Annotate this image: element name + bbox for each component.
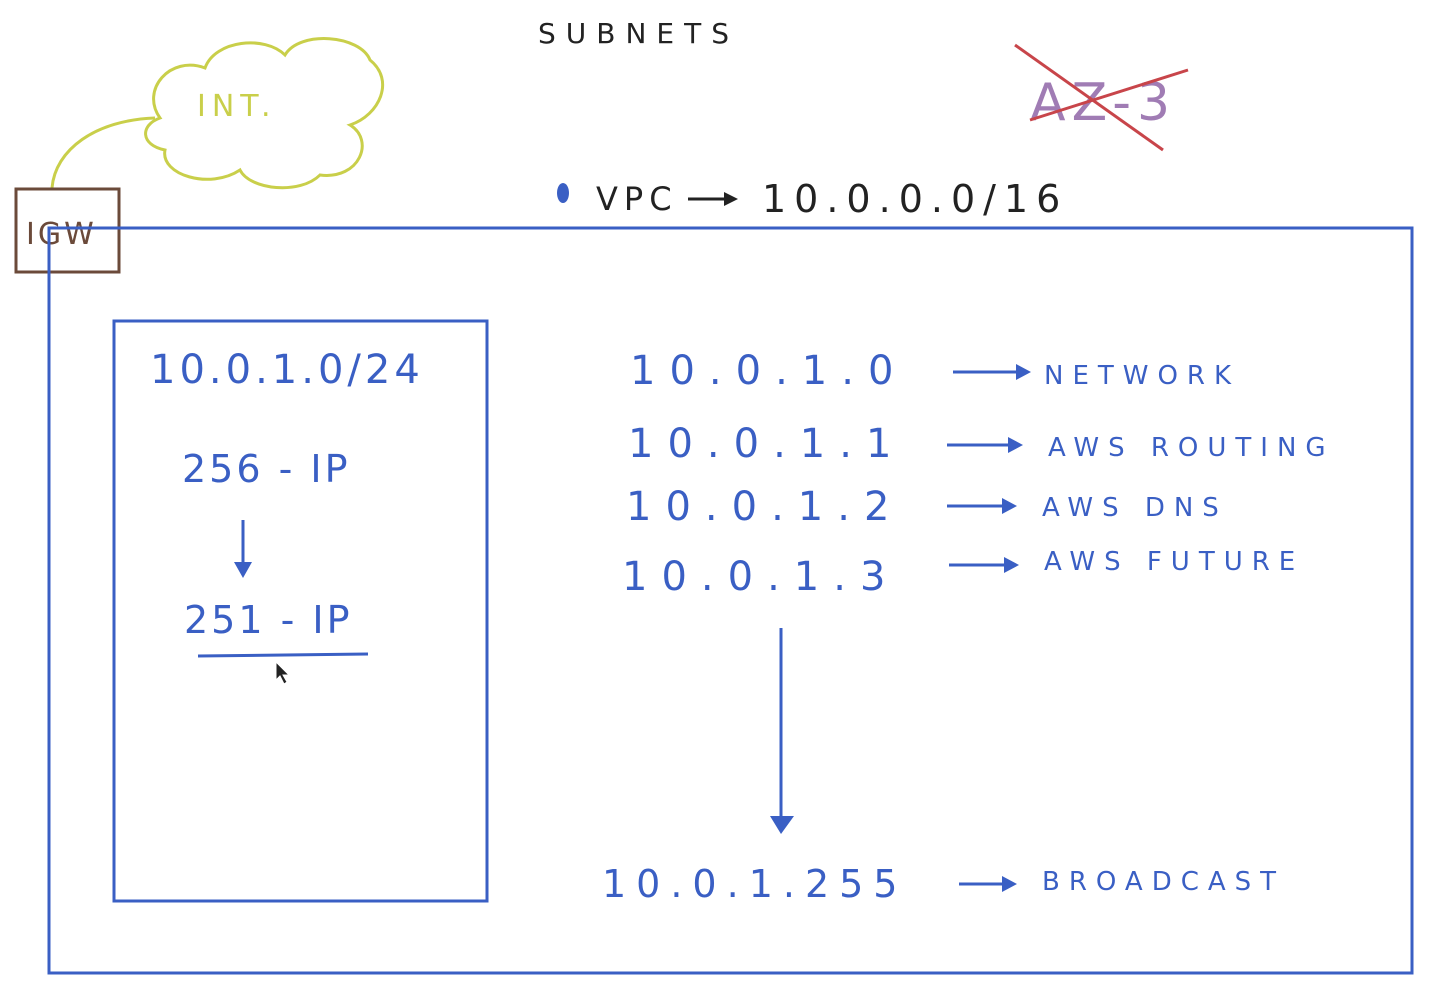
vpc-label: VPC [596, 180, 678, 218]
reserved-arrow-head [1004, 557, 1019, 573]
reserved-arrow-head [1016, 364, 1031, 380]
reserved-address: 10.0.1.1 [628, 421, 905, 467]
reserved-row-1: 10.0.1.1 AWS ROUTING [628, 421, 1335, 467]
reserved-row-4: 10.0.1.255 BROADCAST [602, 862, 1285, 906]
usable-underline [197, 652, 369, 658]
range-down-arrow-head [770, 816, 794, 834]
reserved-address: 10.0.1.3 [622, 554, 899, 600]
reserved-arrow-head [1002, 498, 1017, 514]
reserved-arrow-head [1008, 437, 1023, 453]
reserved-address: 10.0.1.255 [602, 862, 907, 906]
subnet-down-arrow-head [234, 562, 252, 578]
subnet-total-ips: 256 - IP [182, 447, 351, 491]
vpc-arrow-head [724, 192, 738, 206]
internet-cloud: INT. [144, 37, 385, 190]
reserved-address: 10.0.1.0 [630, 348, 907, 394]
reserved-purpose: NETWORK [1044, 361, 1240, 391]
bullet-dot [557, 183, 569, 203]
reserved-purpose: AWS FUTURE [1044, 547, 1304, 577]
reserved-row-3: 10.0.1.3 AWS FUTURE [622, 547, 1304, 600]
vpc-box [47, 226, 1414, 975]
subnet-usable-ips: 251 - IP [184, 598, 353, 642]
igw-label: IGW [26, 217, 97, 252]
reserved-row-2: 10.0.1.2 AWS DNS [626, 484, 1228, 530]
subnet-box: 10.0.1.0/24 256 - IP 251 - IP [112, 319, 489, 903]
az-crossed-label: AZ-3 [1014, 43, 1189, 152]
reserved-purpose: AWS DNS [1042, 493, 1228, 523]
subnet-cidr: 10.0.1.0/24 [150, 347, 424, 393]
vpc-heading: VPC 10.0.0.0/16 [557, 177, 1068, 221]
cursor-icon [275, 660, 291, 685]
reserved-purpose: AWS ROUTING [1048, 433, 1335, 463]
igw-box: IGW [14, 187, 121, 274]
internet-label: INT. [197, 89, 277, 124]
reserved-row-0: 10.0.1.0 NETWORK [630, 348, 1240, 394]
diagram-title: SUBNETS [538, 17, 739, 50]
reserved-purpose: BROADCAST [1042, 867, 1285, 897]
internet-igw-connector [50, 116, 156, 189]
vpc-cidr: 10.0.0.0/16 [762, 177, 1068, 221]
reserved-arrow-head [1002, 876, 1017, 892]
reserved-address: 10.0.1.2 [626, 484, 903, 530]
